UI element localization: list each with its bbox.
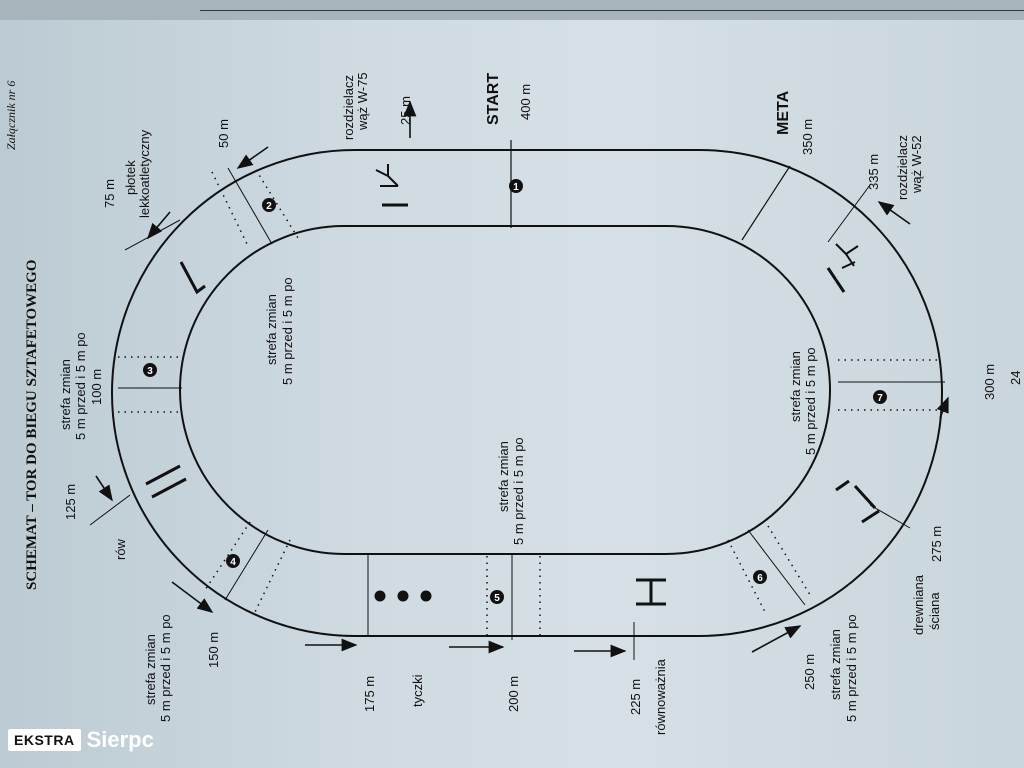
zone-5-label-2: 5 m przed i 5 m po (511, 437, 526, 545)
distance-25: 25 m (398, 96, 413, 125)
inner-track-line (179, 225, 831, 555)
distance-250: 250 m (802, 654, 817, 690)
wooden-wall-icon (835, 479, 880, 524)
page-number: 24 (1008, 371, 1023, 385)
zone-5-label-1: strefa zmian (496, 441, 511, 512)
ditch-label: rów (113, 538, 128, 560)
diagram-title: SCHEMAT – TOR DO BIEGU SZTAFETOWEGO (24, 260, 40, 591)
obstacles (145, 164, 880, 606)
distance-300: 300 m (982, 364, 997, 400)
zone-marker-5: 5 (490, 590, 504, 604)
svg-text:7: 7 (877, 393, 883, 404)
svg-text:3: 3 (147, 366, 153, 377)
distance-100: 100 m (89, 369, 104, 405)
finish-line (741, 165, 791, 241)
distance-175: 175 m (362, 676, 377, 712)
zone-marker-2: 2 (262, 198, 276, 212)
distance-350: 350 m (800, 119, 815, 155)
beam-label: równoważnia (653, 658, 668, 735)
svg-text:4: 4 (230, 557, 236, 568)
zone-6-label-1: strefa zmian (828, 629, 843, 700)
svg-text:1: 1 (513, 182, 519, 193)
zone-3-label-1: strefa zmian (58, 359, 73, 430)
meta-label: META (775, 90, 792, 135)
zone-markers: 1 2 3 4 5 6 7 (143, 179, 887, 604)
zone-7-label-2: 5 m przed i 5 m po (803, 347, 818, 455)
labels: SCHEMAT – TOR DO BIEGU SZTAFETOWEGO Załą… (4, 72, 1023, 735)
distance-lines (89, 167, 945, 660)
zone-marker-6: 6 (753, 570, 767, 584)
zone-6-label-2: 5 m przed i 5 m po (844, 614, 859, 722)
annex-label: Załącznik nr 6 (4, 81, 18, 150)
poles-label: tyczki (410, 674, 425, 707)
zone-4-label-2: 5 m przed i 5 m po (158, 614, 173, 722)
start-label: START (485, 73, 502, 125)
zone-3-label-2: 5 m przed i 5 m po (73, 332, 88, 440)
watermark-logo: EKSTRA Sierpc (8, 726, 154, 754)
zone-marker-4: 4 (226, 554, 240, 568)
wall-label-2: ściana (927, 592, 942, 630)
zone-2-label-2: 5 m przed i 5 m po (280, 277, 295, 385)
zone-marker-1: 1 (509, 179, 523, 193)
poles-icon (374, 590, 432, 602)
direction-arrows (95, 100, 949, 658)
distance-400: 400 m (518, 84, 533, 120)
zone-marker-7: 7 (873, 390, 887, 404)
hurdle-icon (179, 261, 206, 295)
watermark-city: Sierpc (86, 727, 154, 752)
zone-marker-3: 3 (143, 363, 157, 377)
distance-75: 75 m (102, 179, 117, 208)
distance-225: 225 m (628, 679, 643, 715)
distance-275: 275 m (929, 526, 944, 562)
hose-splitter-52-icon (826, 243, 859, 293)
distance-150: 150 m (206, 632, 221, 668)
balance-beam-icon (636, 578, 666, 606)
distance-200: 200 m (506, 676, 521, 712)
distance-50: 50 m (216, 119, 231, 148)
ditch-icon (145, 464, 187, 499)
distance-125: 125 m (63, 484, 78, 520)
watermark-brand: EKSTRA (8, 729, 81, 751)
svg-text:2: 2 (266, 201, 272, 212)
distance-335: 335 m (866, 154, 881, 190)
zone-4-label-1: strefa zmian (143, 634, 158, 705)
outer-track-line (111, 149, 943, 637)
zone-2-label-1: strefa zmian (264, 294, 279, 365)
wall-label-1: drewniana (911, 574, 926, 635)
marker-335 (827, 184, 871, 243)
splitter-52-label-2: wąż W-52 (909, 135, 924, 194)
svg-text:5: 5 (494, 593, 500, 604)
splitter-75-label-1: rozdzielacz (341, 75, 356, 140)
hurdle-label-2: lekkoatletyczny (137, 129, 152, 218)
page-edge (0, 0, 1024, 20)
svg-text:6: 6 (757, 573, 763, 584)
hose-splitter-75-icon (375, 164, 408, 207)
exchange-zone-borders (118, 169, 940, 636)
splitter-52-label-1: rozdzielacz (895, 135, 910, 200)
hurdle-label-1: płotek (123, 160, 138, 195)
splitter-75-label-2: wąż W-75 (355, 72, 370, 131)
zone-7-label-1: strefa zmian (788, 351, 803, 422)
